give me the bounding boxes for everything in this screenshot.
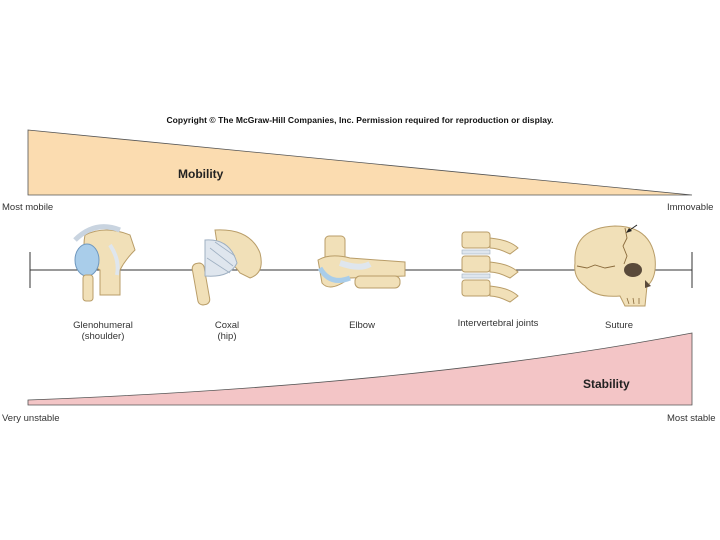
- mobility-label: Mobility: [178, 167, 224, 181]
- shoulder-joint-icon: [73, 224, 136, 302]
- stability-wedge: [27, 332, 693, 406]
- joint-name: Glenohumeral: [73, 320, 133, 331]
- copyright-notice: Copyright © The McGraw-Hill Companies, I…: [166, 115, 554, 125]
- intervertebral-joint-icon: [461, 231, 519, 303]
- most-stable-label: Most stable: [667, 413, 716, 424]
- joint-name: Elbow: [349, 320, 375, 331]
- elbow-joint-icon: [317, 235, 406, 289]
- joint-label-elbow: Elbow: [307, 320, 417, 331]
- joint-label-intervertebral: Intervertebral joints: [438, 318, 558, 329]
- joint-name: Suture: [605, 320, 633, 331]
- joint-name: Coxal: [214, 320, 240, 331]
- joint-label-glenohumeral: Glenohumeral (shoulder): [48, 320, 158, 342]
- mobility-wedge: [27, 129, 693, 196]
- joint-label-suture: Suture: [564, 320, 674, 331]
- joint-name: Intervertebral joints: [457, 318, 539, 329]
- very-unstable-label: Very unstable: [2, 413, 60, 424]
- immovable-label: Immovable: [667, 202, 714, 213]
- stability-label: Stability: [583, 377, 630, 391]
- joint-subname: (hip): [217, 331, 237, 342]
- skull-suture-icon: [574, 224, 656, 307]
- most-mobile-label: Most mobile: [2, 202, 54, 213]
- joint-label-coxal: Coxal (hip): [172, 320, 282, 342]
- joint-subname: (shoulder): [81, 331, 125, 342]
- hip-joint-icon: [191, 229, 262, 306]
